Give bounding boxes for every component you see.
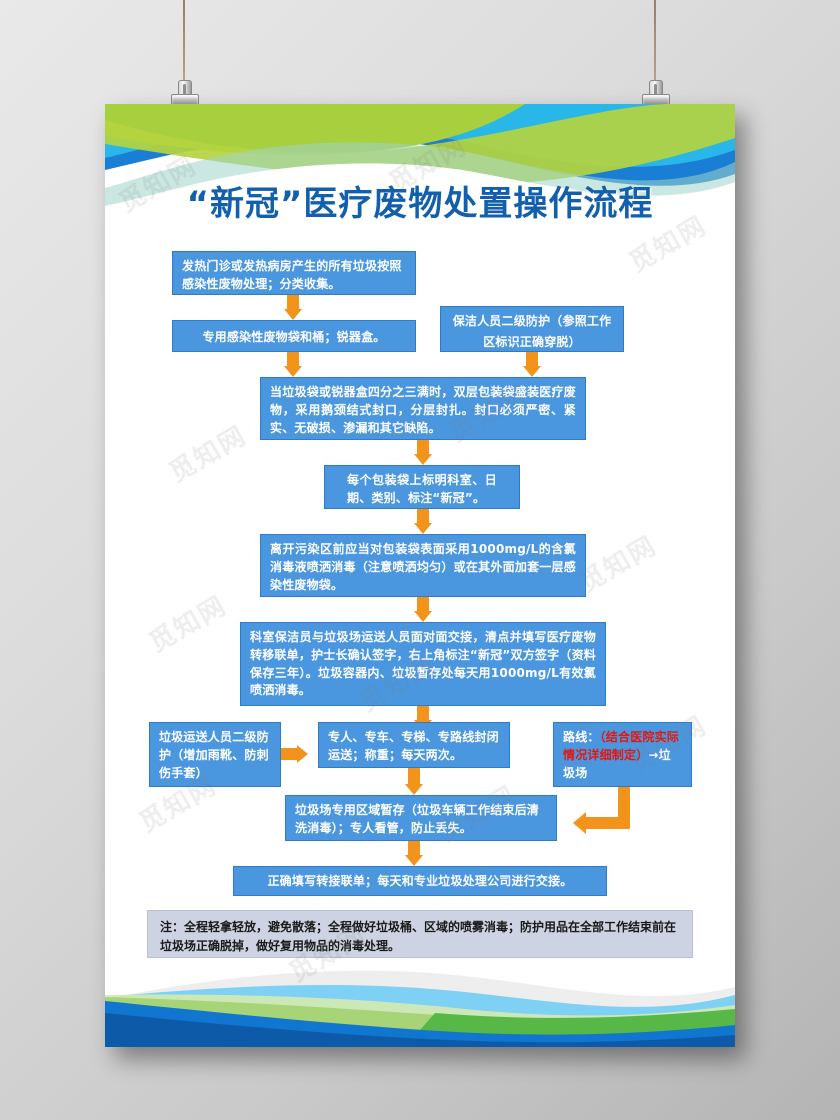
arrow-shaft-6 <box>417 706 429 722</box>
footer-note: 注：全程轻拿轻放，避免散落；全程做好垃圾桶、区域的喷雾消毒；防护用品在全部工作结… <box>147 910 693 958</box>
arrow-head-2 <box>284 366 302 377</box>
elbow-arrow-head <box>573 812 586 834</box>
hanger-string-right <box>654 0 656 88</box>
arrow-shaft-1 <box>287 295 299 311</box>
arrow-head-2b <box>523 366 541 377</box>
arrow-shaft-7 <box>281 748 297 760</box>
flow-box-step6: 科室保洁员与垃圾场运送人员面对面交接，清点并填写医疗废物转移联单，护士长确认签字… <box>240 622 606 706</box>
arrow-head-5 <box>414 611 432 622</box>
route-highlight: （结合医院实际情况详细制定） <box>563 730 680 762</box>
flow-box-step8: 垃圾场专用区域暂存（垃圾车辆工作结束后清洗消毒）；专人看管，防止丢失。 <box>285 795 557 841</box>
route-label: 路线： <box>563 730 600 744</box>
flow-box-step7b: 专人、专车、专梯、专路线封闭运送；称重；每天两次。 <box>318 722 510 768</box>
arrow-head-1 <box>284 309 302 320</box>
arrow-head-4 <box>414 523 432 534</box>
arrow-shaft-2 <box>287 352 299 368</box>
hanger-string-left <box>183 0 185 88</box>
arrow-head-7 <box>297 745 308 763</box>
flow-box-step1: 发热门诊或发热病房产生的所有垃圾按照感染性废物处理；分类收集。 <box>172 251 416 295</box>
flow-box-step7a: 垃圾运送人员二级防护（增加雨靴、防刺伤手套） <box>149 722 281 787</box>
arrow-shaft-9 <box>408 841 420 857</box>
arrow-head-3 <box>414 454 432 465</box>
arrow-head-9 <box>405 855 423 866</box>
elbow-arrow-horizontal <box>586 817 630 829</box>
arrow-shaft-8 <box>408 768 420 786</box>
poster-canvas: 觅知网 觅知网 觅知网 觅知网 觅知网 觅知网 觅知网 觅知网 觅知网 觅知网 … <box>105 104 735 1047</box>
flow-box-step7c: 路线：（结合医院实际情况详细制定）→垃圾场 <box>553 722 692 787</box>
flow-box-step4: 每个包装袋上标明科室、日期、类别、标注“新冠”。 <box>324 465 520 509</box>
bottom-wave-decoration <box>105 970 735 1047</box>
page-title: “新冠”医疗废物处置操作流程 <box>186 184 654 224</box>
flow-box-step2: 专用感染性废物袋和桶；锐器盒。 <box>172 320 416 352</box>
route-suffix: →垃圾场 <box>563 747 671 780</box>
arrow-shaft-4 <box>417 509 429 525</box>
flow-box-step3: 当垃圾袋或锐器盒四分之三满时，双层包装袋盛装医疗废物，采用鹅颈结式封口，分层封扎… <box>260 377 586 440</box>
arrow-shaft-5 <box>417 597 429 613</box>
arrow-head-8 <box>405 784 423 795</box>
flow-box-step2b: 保洁人员二级防护（参照工作区标识正确穿脱） <box>440 306 624 352</box>
arrow-shaft-3 <box>417 440 429 456</box>
arrow-shaft-2b <box>526 352 538 368</box>
flow-box-step9: 正确填写转接联单；每天和专业垃圾处理公司进行交接。 <box>233 866 607 896</box>
flow-box-step5: 离开污染区前应当对包装袋表面采用1000mg/L的含氯消毒液喷洒消毒（注意喷洒均… <box>260 534 586 597</box>
top-wave-decoration <box>105 104 735 219</box>
